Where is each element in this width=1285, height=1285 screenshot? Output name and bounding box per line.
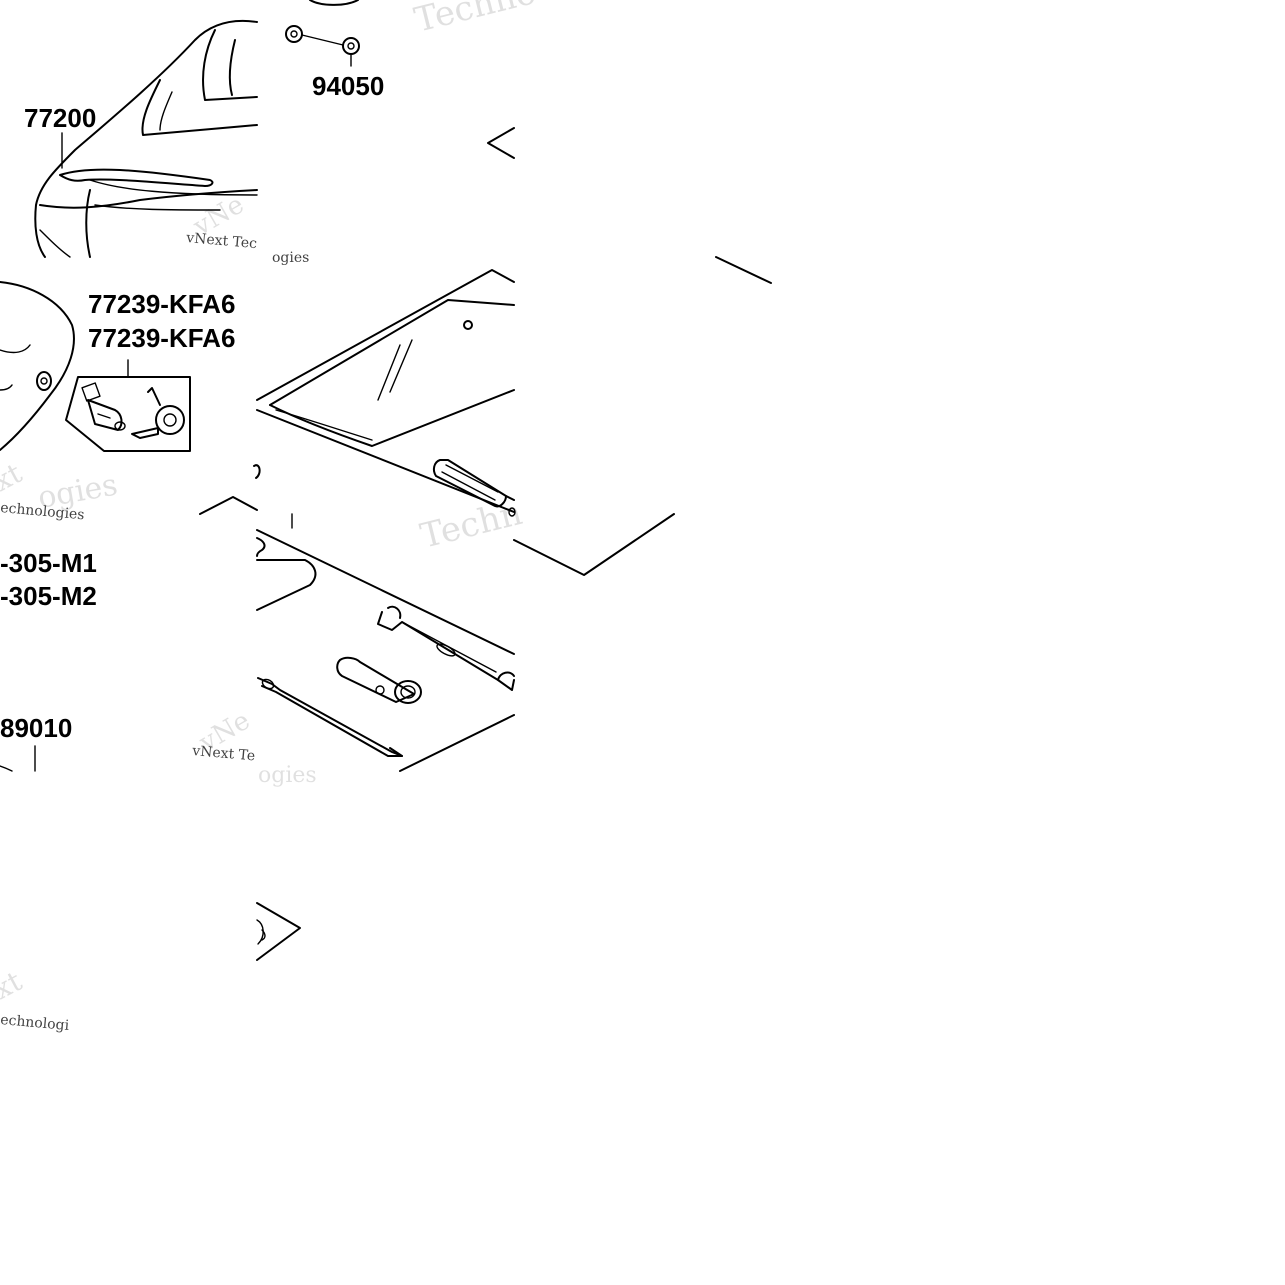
tool-bag-drawing <box>256 269 515 513</box>
tray-corner-lower <box>256 902 301 961</box>
tray-bottom-corner <box>513 513 675 576</box>
tool-tray-corner-left <box>199 496 258 515</box>
watermark-text: vNext Te <box>191 743 256 765</box>
tool-part-number-b: -305-M2 <box>0 581 97 611</box>
tool-part-number-a: -305-M1 <box>0 548 97 578</box>
watermark-text: xt <box>0 456 28 498</box>
lock-cylinder-drawing <box>81 382 126 431</box>
screwdriver-shaft-drawing <box>257 677 403 757</box>
watermark-text: ogies <box>272 250 309 266</box>
lock-set-part-number-b: 77239-KFA6 <box>88 323 235 353</box>
seat-drawing <box>34 19 258 258</box>
watermark-text: echnologies <box>0 500 85 523</box>
outline-corner-right <box>715 256 772 284</box>
key-drawing <box>131 387 185 439</box>
watermark-text: vNext Tec <box>185 230 258 252</box>
watermark-text: xt <box>0 964 28 1006</box>
watermark-text: ogies <box>258 763 317 788</box>
socket-wrench-drawing <box>336 656 422 704</box>
seat-tail-drawing <box>0 281 75 451</box>
watermark-text: Techn <box>417 493 527 557</box>
watermark-text: ogies <box>35 468 120 516</box>
lock-set-part-number-a: 77239-KFA6 <box>88 289 235 319</box>
nut-part-number: 94050 <box>312 71 384 101</box>
wrench-drawing <box>377 605 515 691</box>
tool-bag-leader <box>0 745 36 772</box>
tool-tray-drawing <box>256 513 515 772</box>
key-set-box <box>65 359 191 452</box>
watermark-text: Techno <box>411 0 540 41</box>
tool-bag-part-number: 89010 <box>0 713 72 743</box>
watermark-text: echnologi <box>0 1012 70 1034</box>
seat-part-number: 77200 <box>24 103 96 133</box>
cut-off-label-fragment <box>253 464 261 479</box>
nut-drawing <box>285 0 360 67</box>
outline-corner-top <box>487 127 515 159</box>
screwdriver-handle-drawing <box>432 459 516 517</box>
